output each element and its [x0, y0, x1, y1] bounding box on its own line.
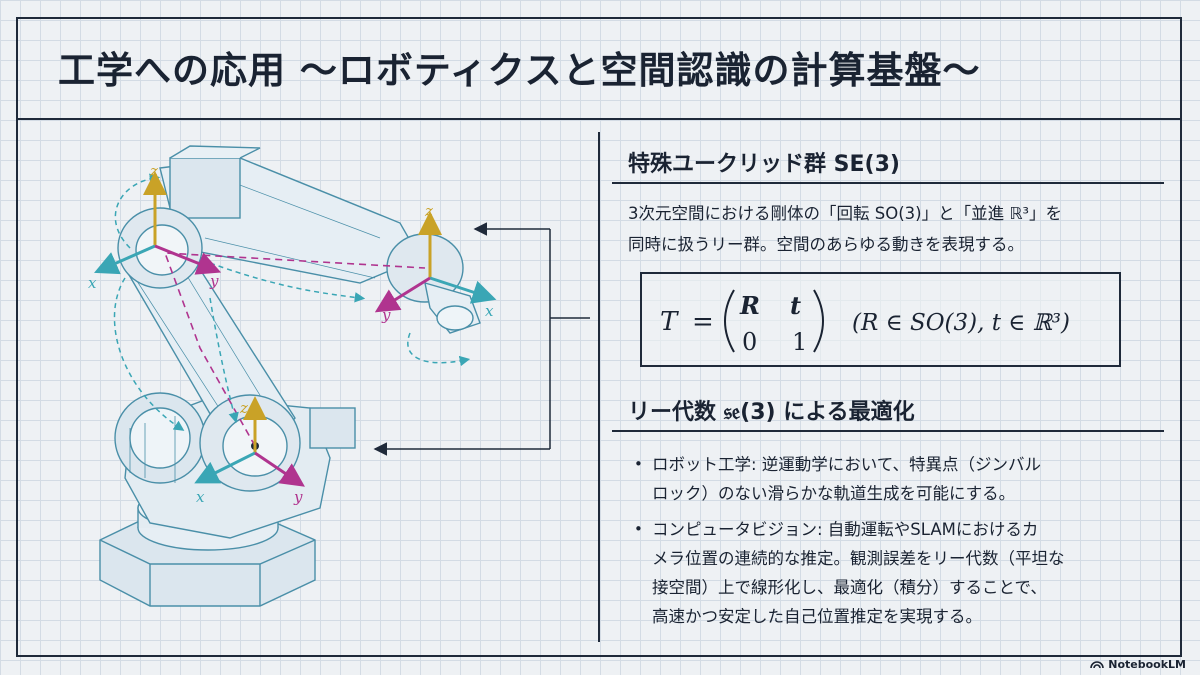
section-divider [612, 430, 1164, 432]
axis-label-y: y [209, 272, 219, 290]
axis-label-z: z [424, 202, 433, 220]
eq-lhs: T [660, 307, 679, 337]
title-divider [18, 118, 1180, 120]
section-divider [612, 182, 1164, 184]
matrix-zero: 0 [742, 328, 757, 356]
robot-wrist [386, 233, 481, 334]
eq-equals: = [692, 307, 714, 337]
description-line: 同時に扱うリー群。空間のあらゆる動きを表現する。 [628, 235, 1024, 254]
column-divider [598, 132, 600, 642]
axis-label-y: y [381, 306, 391, 324]
axis-label-z: z [239, 399, 248, 417]
section-description: 3次元空間における剛体の「回転 SO(3)」と「並進 ℝ³」を 同時に扱うリー群… [628, 198, 1168, 260]
robot-joint-lower [199, 394, 301, 492]
connector-bracket [373, 222, 590, 456]
axis-label-x: x [88, 274, 97, 292]
right-paren [813, 289, 824, 353]
matrix-r: R [739, 291, 760, 320]
matrix-t: t [790, 291, 801, 320]
eq-condition: (R ∈ SO(3), t ∈ ℝ³) [852, 310, 1070, 336]
list-item-line: コンピュータビジョン: 自動運転やSLAMにおけるカ [652, 520, 1039, 539]
list-item-line: メラ位置の連続的な推定。観測誤差をリー代数（平坦な [652, 549, 1065, 568]
list-item-line: 接空間）上で線形化し、最適化（積分）することで、 [652, 578, 1047, 597]
page-title: 工学への応用 〜ロボティクスと空間認識の計算基盤〜 [58, 48, 981, 92]
list-item: コンピュータビジョン: 自動運転やSLAMにおけるカ メラ位置の連続的な推定。観… [632, 515, 1172, 631]
robot-arm-illustration: z x y z x y z x y [88, 145, 590, 607]
kinematic-chain [163, 252, 426, 447]
rotation-arrow [407, 332, 471, 367]
frame-elbow [194, 396, 305, 487]
equation-box: T = R t 0 1 (R ∈ SO(3), t ∈ ℝ³) [640, 272, 1121, 367]
frame-wrist [374, 211, 497, 313]
badge-label: NotebookLM [1108, 658, 1186, 671]
axis-label-y: y [293, 488, 303, 506]
frame-shoulder [94, 171, 222, 275]
application-list: ロボット工学: 逆運動学において、特異点（ジンバル ロック）のない滑らかな軌道生… [632, 450, 1172, 638]
notebooklm-logo-icon [1090, 661, 1105, 669]
left-paren [724, 289, 735, 353]
list-item-line: ロック）のない滑らかな軌道生成を可能にする。 [652, 484, 1016, 503]
list-item-line: ロボット工学: 逆運動学において、特異点（ジンバル [652, 455, 1041, 474]
axis-label-x: x [196, 488, 205, 506]
notebooklm-badge: NotebookLM [1090, 658, 1186, 671]
description-line: 3次元空間における剛体の「回転 SO(3)」と「並進 ℝ³」を [628, 204, 1063, 223]
list-item: ロボット工学: 逆運動学において、特異点（ジンバル ロック）のない滑らかな軌道生… [632, 450, 1172, 508]
axis-label-z: z [149, 162, 158, 180]
section-title-se3: 特殊ユークリッド群 SE(3) [628, 152, 900, 177]
matrix-one: 1 [792, 328, 807, 356]
list-item-line: 高速かつ安定した自己位置推定を実現する。 [652, 607, 982, 626]
slide-frame [16, 17, 1182, 657]
se3-matrix-equation: T = R t 0 1 (R ∈ SO(3), t ∈ ℝ³) [660, 289, 1070, 356]
robot-upper-arm [159, 145, 422, 284]
section-title-lie-algebra: リー代数 𝔰𝔢(3) による最適化 [628, 400, 915, 425]
rotation-arrow [209, 297, 239, 424]
axis-label-x: x [485, 302, 494, 320]
